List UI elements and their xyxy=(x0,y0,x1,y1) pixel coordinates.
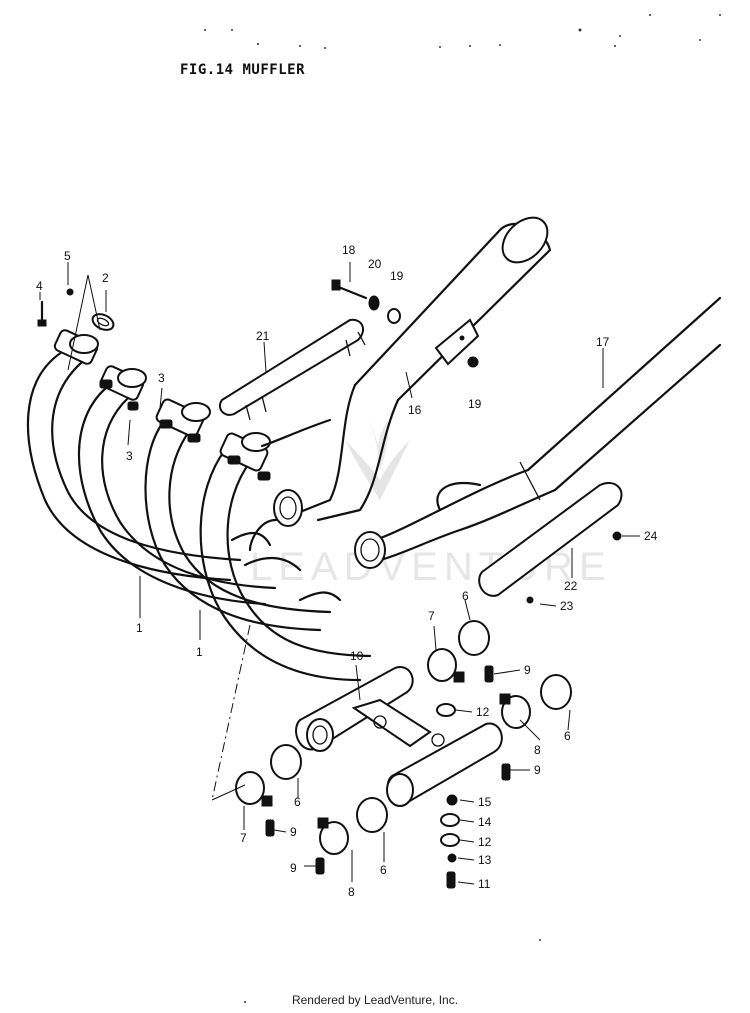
muffler-mount-hardware xyxy=(331,279,479,368)
header-flanges xyxy=(53,329,271,481)
heat-shield-right xyxy=(478,482,623,604)
callout-6b: 6 xyxy=(564,729,571,743)
callout-3b: 3 xyxy=(158,371,165,385)
exhaust-header-pipes xyxy=(26,350,372,682)
callout-19b: 19 xyxy=(468,397,482,411)
callout-17: 17 xyxy=(596,335,610,349)
muffler-left xyxy=(248,216,552,552)
callout-22: 22 xyxy=(564,579,578,593)
callout-4: 4 xyxy=(36,279,43,293)
callout-8b: 8 xyxy=(348,885,355,899)
print-specks xyxy=(204,14,721,1003)
callout-6c: 6 xyxy=(294,795,301,809)
callout-6d: 6 xyxy=(380,863,387,877)
callout-11: 11 xyxy=(478,877,491,891)
figure-title: FIG.14 MUFFLER xyxy=(180,62,306,78)
muffler-right xyxy=(354,296,722,569)
callout-14: 14 xyxy=(478,815,492,829)
connector-pipe-assembly xyxy=(235,620,572,855)
callout-7a: 7 xyxy=(428,609,435,623)
callout-19a: 19 xyxy=(390,269,404,283)
callout-7b: 7 xyxy=(240,831,247,845)
callout-1a: 1 xyxy=(136,621,143,635)
small-hardware xyxy=(265,665,511,889)
callout-15: 15 xyxy=(478,795,492,809)
callout-1b: 1 xyxy=(196,645,203,659)
callout-21: 21 xyxy=(256,329,270,343)
callout-9d: 9 xyxy=(290,861,297,875)
callout-16: 16 xyxy=(408,403,422,417)
callout-12b: 12 xyxy=(478,835,492,849)
callout-labels: 1 1 2 3 3 4 5 6 6 6 6 7 7 8 8 9 9 9 9 10… xyxy=(36,243,658,899)
callout-9c: 9 xyxy=(290,825,297,839)
callout-20: 20 xyxy=(368,257,382,271)
callout-2: 2 xyxy=(102,271,109,285)
watermark-logo xyxy=(345,420,410,500)
callout-18: 18 xyxy=(342,243,356,257)
callout-9a: 9 xyxy=(524,663,531,677)
callout-12a: 12 xyxy=(476,705,490,719)
leader-lines xyxy=(39,262,604,882)
callout-6a: 6 xyxy=(462,589,469,603)
callout-9b: 9 xyxy=(534,763,541,777)
callout-5: 5 xyxy=(64,249,71,263)
callout-24: 24 xyxy=(644,529,658,543)
callout-8a: 8 xyxy=(534,743,541,757)
heat-shield-left xyxy=(218,318,366,421)
callout-3a: 3 xyxy=(126,449,133,463)
callout-23: 23 xyxy=(560,599,574,613)
footer-credit: Rendered by LeadVenture, Inc. xyxy=(291,993,459,1007)
callout-10: 10 xyxy=(350,649,364,663)
callout-13: 13 xyxy=(478,853,492,867)
